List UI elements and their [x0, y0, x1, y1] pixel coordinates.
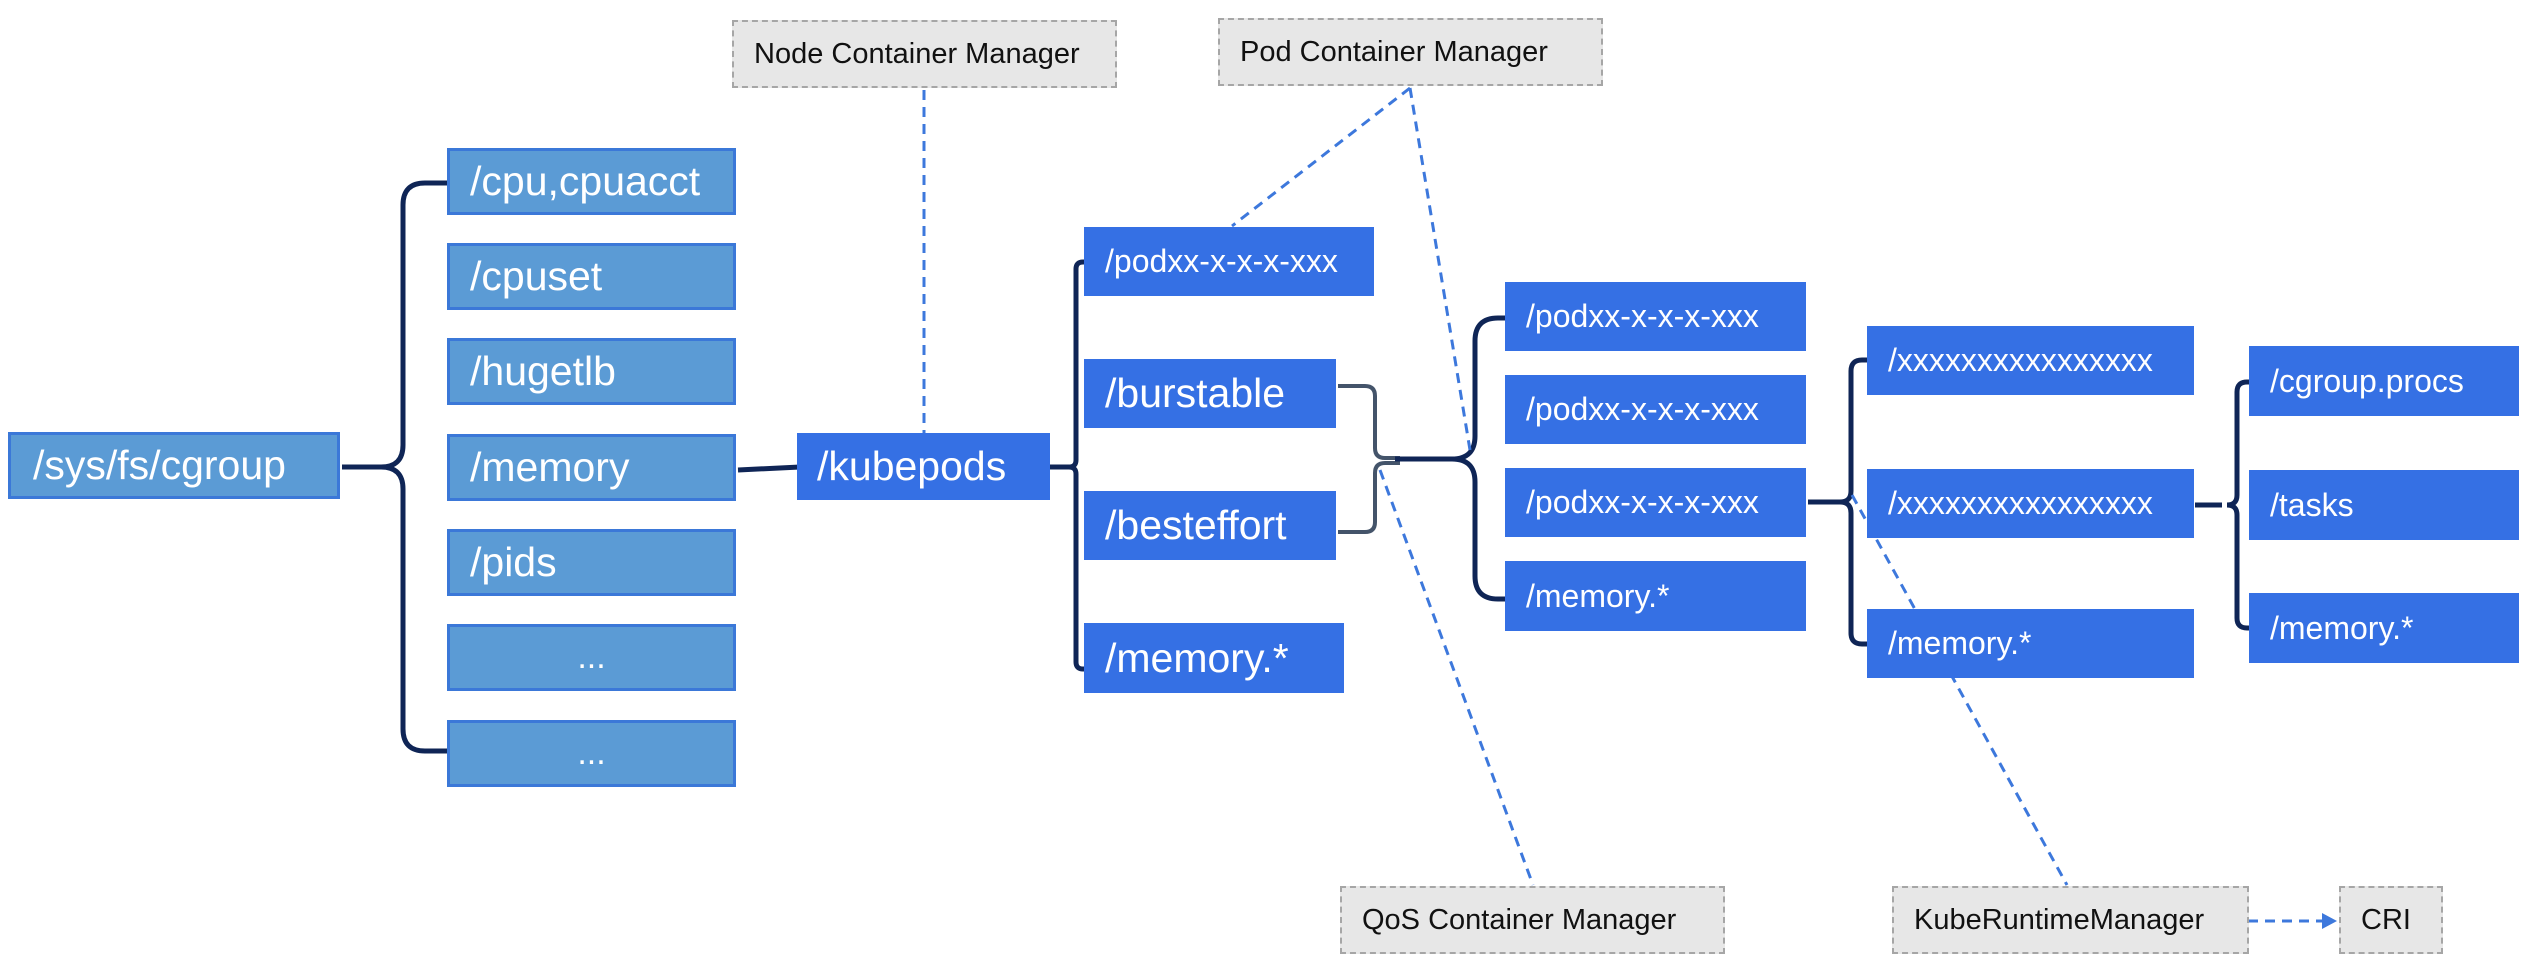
pod-manager-link-a: [1231, 86, 1411, 228]
cri-arrowhead: [2322, 913, 2337, 929]
subsystem-more-1: ...: [447, 624, 736, 691]
pod-manager-link-b: [1408, 87, 1472, 451]
kube-runtime-manager: KubeRuntimeManager: [1892, 886, 2249, 954]
qos-memory: /memory.*: [1505, 561, 1806, 631]
node-container-manager: Node Container Manager: [732, 20, 1117, 88]
runtime-manager-link: [1850, 494, 2069, 886]
container-tasks: /tasks: [2249, 470, 2519, 540]
container-cgroup-procs: /cgroup.procs: [2249, 346, 2519, 416]
subsystem-cpuset: /cpuset: [447, 243, 736, 310]
burstable-node: /burstable: [1084, 359, 1336, 428]
qos-pod-2: /podxx-x-x-x-xxx: [1505, 375, 1806, 444]
container-brace: [2226, 379, 2252, 631]
subsystem-cpu-cpuacct: /cpu,cpuacct: [447, 148, 736, 215]
pod-memory: /memory.*: [1867, 609, 2194, 678]
qos-pod-1: /podxx-x-x-x-xxx: [1505, 282, 1806, 351]
pod-container-manager: Pod Container Manager: [1218, 18, 1603, 86]
kubepods-pod: /podxx-x-x-x-xxx: [1084, 227, 1374, 296]
kubepods-node: /kubepods: [797, 433, 1050, 500]
qos-pod-3: /podxx-x-x-x-xxx: [1505, 468, 1806, 537]
besteffort-node: /besteffort: [1084, 491, 1336, 560]
kubepods-brace: [1050, 259, 1090, 672]
subsystem-pids: /pids: [447, 529, 736, 596]
subsystem-memory: /memory: [447, 434, 736, 501]
container-memory: /memory.*: [2249, 593, 2519, 663]
memory-kubepods-link: [737, 464, 801, 473]
cgroup-root: /sys/fs/cgroup: [8, 432, 340, 499]
qos-brace: [1430, 315, 1506, 602]
qos-manager-link: [1378, 469, 1535, 886]
pod-container-1: /xxxxxxxxxxxxxxxx: [1867, 326, 2194, 395]
root-brace: [342, 180, 450, 754]
qos-container-manager: QoS Container Manager: [1340, 886, 1725, 954]
pod-container-2: /xxxxxxxxxxxxxxxx: [1867, 469, 2194, 538]
pod-brace: [1839, 357, 1868, 647]
burstable-bracket: [1338, 384, 1400, 460]
cri-box: CRI: [2339, 886, 2443, 954]
kubepods-memory: /memory.*: [1084, 623, 1344, 693]
besteffort-bracket: [1338, 461, 1400, 534]
subsystem-hugetlb: /hugetlb: [447, 338, 736, 405]
subsystem-more-2: ...: [447, 720, 736, 787]
